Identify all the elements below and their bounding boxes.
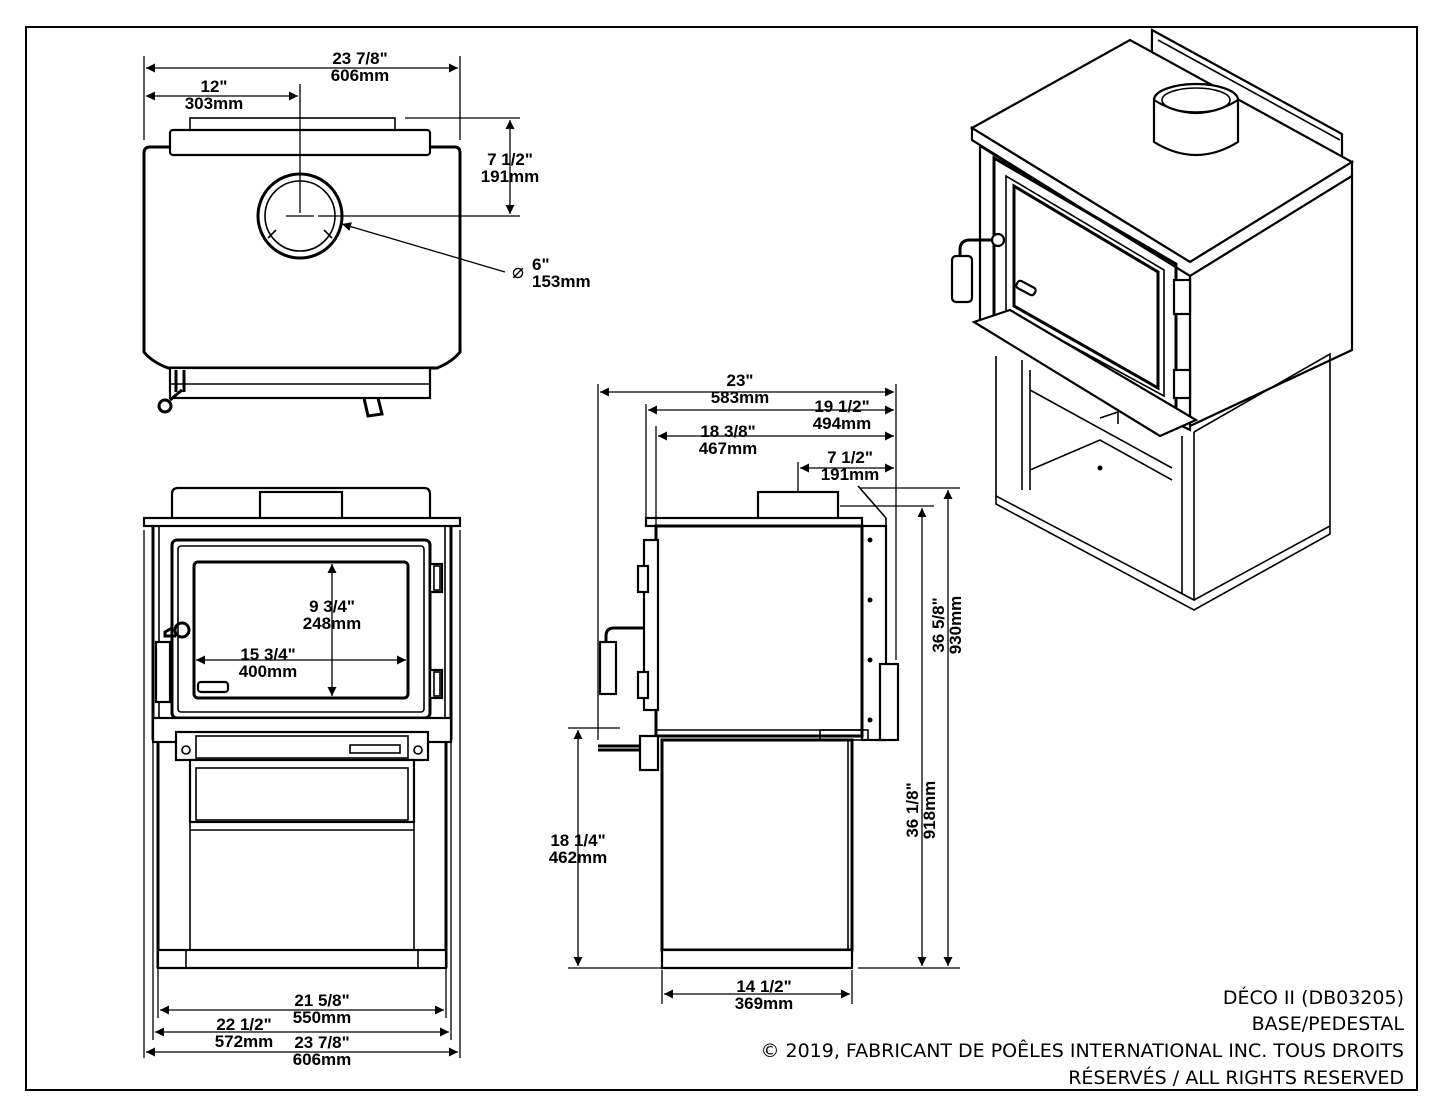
model-variant: BASE/PEDESTAL xyxy=(1252,1013,1405,1035)
front-overall-width-mm: 606mm xyxy=(293,1050,352,1069)
top-overall-width-in: 23 7/8" xyxy=(332,49,387,68)
top-flue-depth-mm: 191mm xyxy=(481,167,540,186)
top-flue-depth-in: 7 1/2" xyxy=(487,150,533,169)
copyright-line-1: © 2019, FABRICANT DE POÊLES INTERNATIONA… xyxy=(760,1039,1404,1062)
isometric-view xyxy=(950,28,1355,611)
side-ashlip-height-in: 18 1/4" xyxy=(550,831,605,850)
side-flue-height-mm: 918mm xyxy=(920,781,939,840)
front-glass-height-in: 9 3/4" xyxy=(309,597,355,616)
side-ashlip-height-mm: 462mm xyxy=(549,848,608,867)
front-base-width-mm: 572mm xyxy=(215,1032,274,1051)
title-block: DÉCO II (DB03205) BASE/PEDESTAL © 2019, … xyxy=(760,986,1404,1089)
side-depth-3-mm: 467mm xyxy=(699,439,758,458)
drawing-border xyxy=(25,26,1418,1091)
front-view: 9 3/4" 248mm 15 3/4" 400mm 21 5/8" 550mm… xyxy=(142,486,462,1069)
side-base-depth-in: 14 1/2" xyxy=(736,977,791,996)
side-flue-from-back-mm: 191mm xyxy=(821,465,880,484)
front-base-inner-width-in: 21 5/8" xyxy=(294,991,349,1010)
side-view: 23" 583mm 19 1/2" 494mm 18 3/8" 467mm 7 … xyxy=(549,371,965,1013)
side-flue-from-back-in: 7 1/2" xyxy=(827,448,873,467)
copyright-line-2: RÉSERVÉS / ALL RIGHTS RESERVED xyxy=(1068,1066,1404,1089)
side-overall-depth-in: 23" xyxy=(727,371,754,390)
top-view: 23 7/8" 606mm 12" 303mm 7 1/2" 191mm ⌀ 6… xyxy=(142,49,591,418)
top-flue-diameter-in: 6" xyxy=(532,255,550,274)
front-overall-width-in: 23 7/8" xyxy=(294,1033,349,1052)
side-depth-2-mm: 494mm xyxy=(813,414,872,433)
side-depth-2-in: 19 1/2" xyxy=(814,397,869,416)
front-glass-width-mm: 400mm xyxy=(239,662,298,681)
side-base-depth-mm: 369mm xyxy=(735,994,794,1013)
front-glass-height-mm: 248mm xyxy=(303,614,362,633)
top-flue-diameter-symbol: ⌀ xyxy=(512,261,524,283)
side-overall-depth-mm: 583mm xyxy=(711,388,770,407)
front-base-width-in: 22 1/2" xyxy=(216,1015,271,1034)
top-overall-width-mm: 606mm xyxy=(331,66,390,85)
top-flue-offset-mm: 303mm xyxy=(185,94,244,113)
front-glass-width-in: 15 3/4" xyxy=(240,645,295,664)
front-base-inner-width-mm: 550mm xyxy=(293,1008,352,1027)
side-overall-height-in: 36 5/8" xyxy=(929,597,948,652)
side-depth-3-in: 18 3/8" xyxy=(700,422,755,441)
side-flue-height-in: 36 1/8" xyxy=(903,782,922,837)
side-overall-height-mm: 930mm xyxy=(946,596,965,655)
model-name: DÉCO II (DB03205) xyxy=(1223,986,1404,1009)
top-flue-diameter-mm: 153mm xyxy=(532,272,591,291)
top-flue-offset-in: 12" xyxy=(201,77,228,96)
